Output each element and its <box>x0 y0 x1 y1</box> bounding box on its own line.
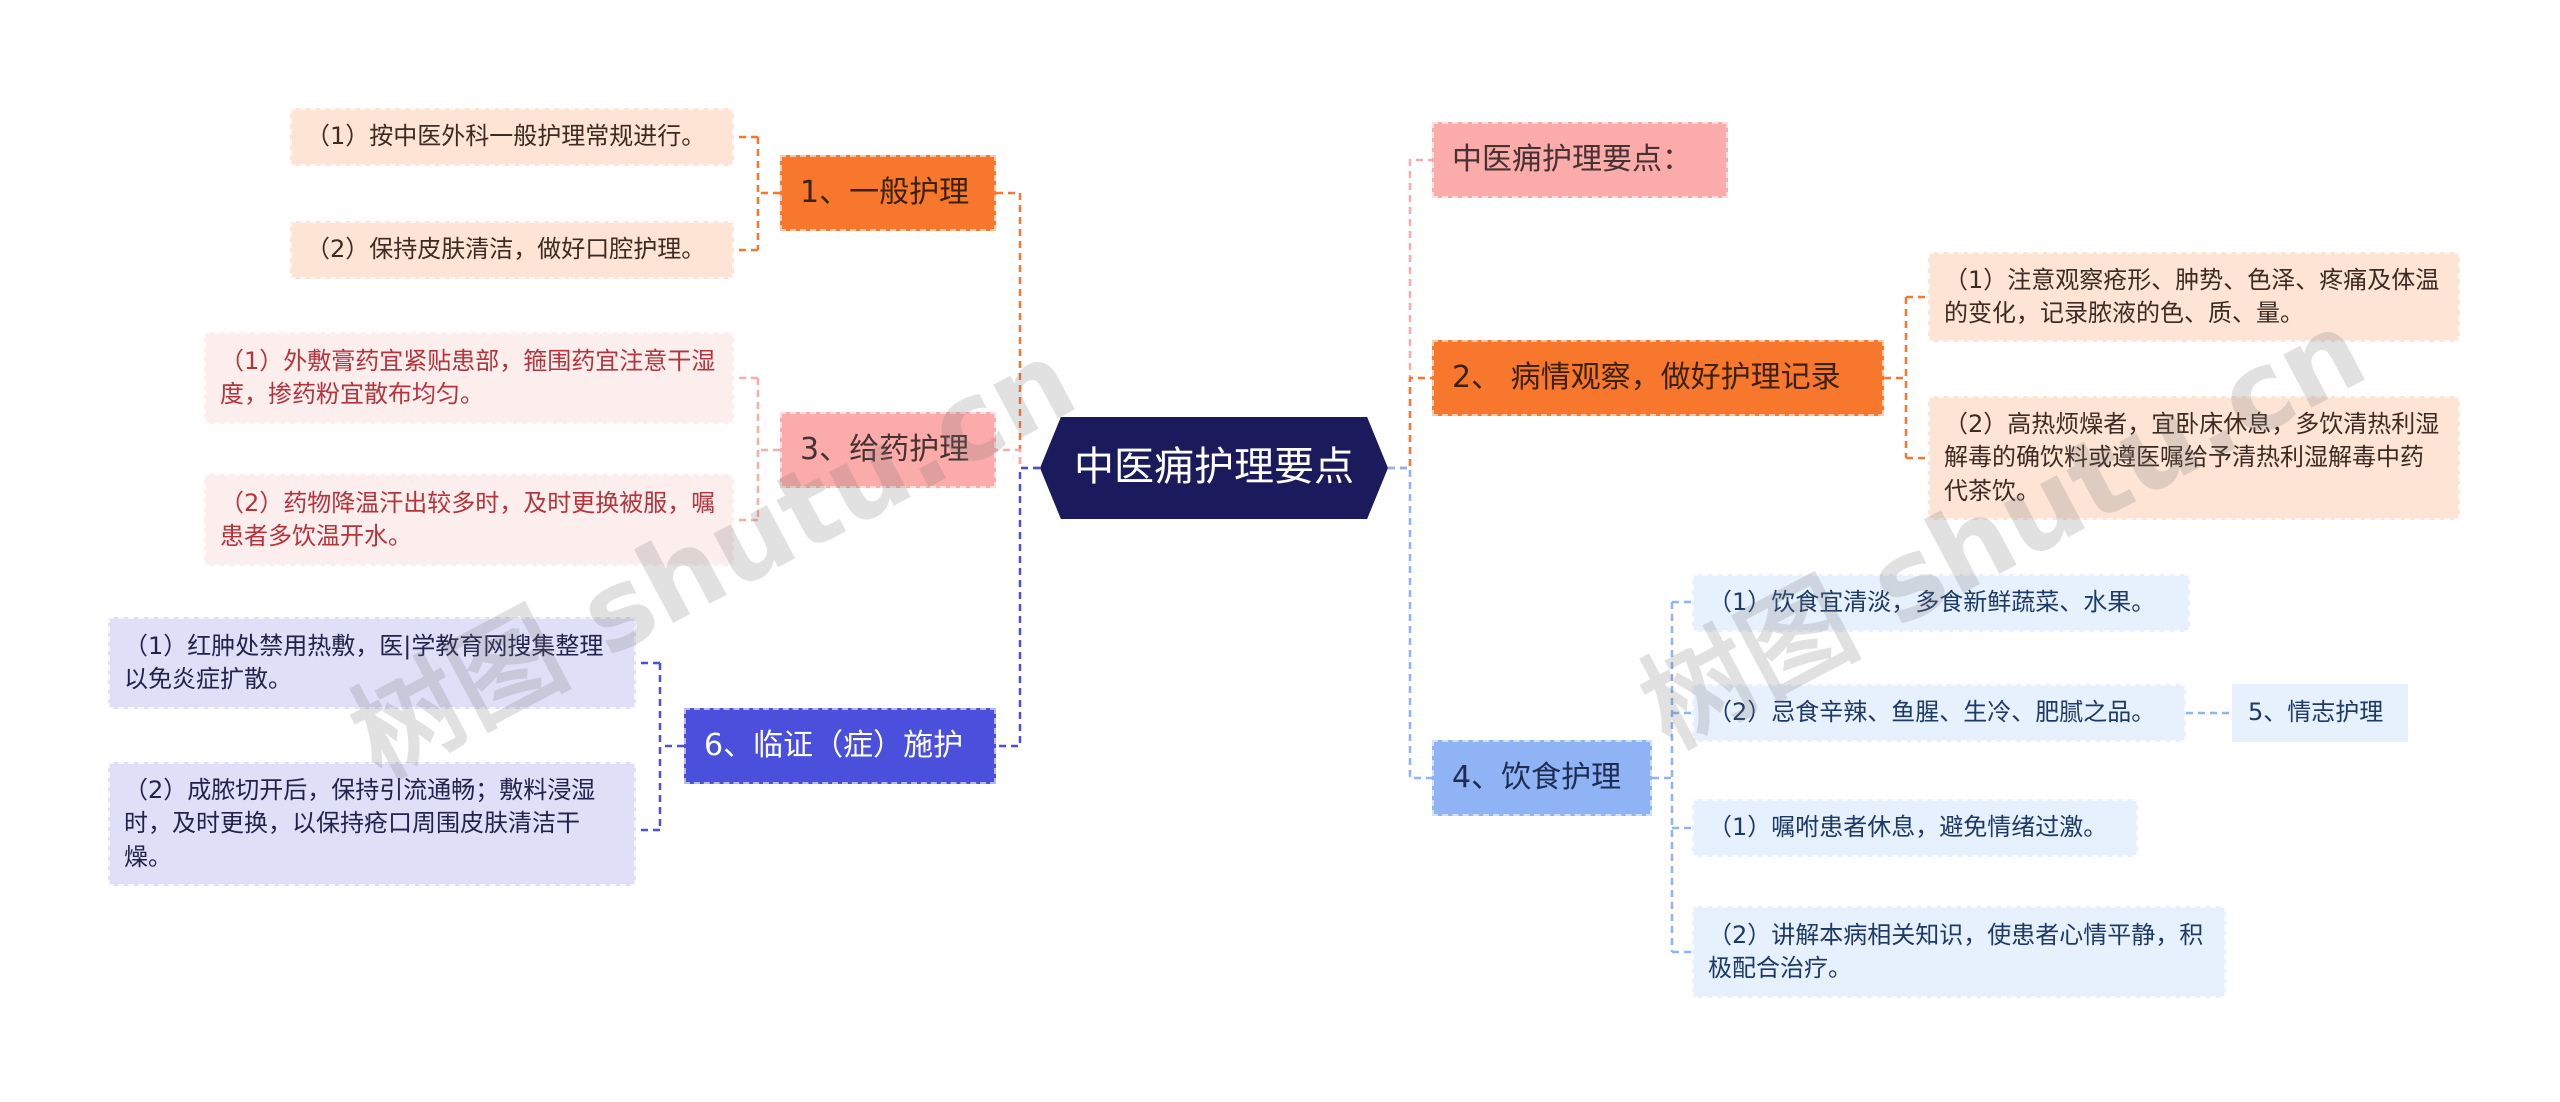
leaf-diet-3[interactable]: （1）嘱咐患者休息，避免情绪过激。 <box>1692 799 2138 857</box>
leaf-observation-2[interactable]: （2）高热烦燥者，宜卧床休息，多饮清热利湿解毒的确饮料或遵医嘱给予清热利湿解毒中… <box>1928 396 2460 520</box>
branch-general-care[interactable]: 1、一般护理 <box>780 155 996 231</box>
branch-diet-care[interactable]: 4、饮食护理 <box>1432 740 1652 816</box>
branch-condition-observation[interactable]: 2、 病情观察，做好护理记录 <box>1432 340 1884 416</box>
connector-center-symptom <box>996 466 1040 748</box>
leaf-symptom-care-2[interactable]: （2）成脓切开后，保持引流通畅；敷料浸湿时，及时更换，以保持疮口周围皮肤清洁干燥… <box>108 762 636 886</box>
connector-center-observation <box>1388 376 1432 470</box>
branch-medication-care[interactable]: 3、给药护理 <box>780 412 996 488</box>
leaf-general-care-2[interactable]: （2）保持皮肤清洁，做好口腔护理。 <box>290 221 734 279</box>
branch-intro[interactable]: 中医痈护理要点： <box>1432 122 1728 198</box>
connector-center-intro <box>1388 158 1432 470</box>
branch-symptom-care[interactable]: 6、临证（症）施护 <box>684 708 996 784</box>
connector-symptom-leaves <box>636 661 684 832</box>
leaf-diet-1[interactable]: （1）饮食宜清淡，多食新鲜蔬菜、水果。 <box>1692 574 2190 632</box>
connector-diet-leaves <box>1652 600 1692 954</box>
connector-center-general <box>996 191 1040 470</box>
connector-center-diet <box>1388 466 1432 780</box>
leaf-medication-care-2[interactable]: （2）药物降温汗出较多时，及时更换被服，嘱患者多饮温开水。 <box>204 474 734 566</box>
leaf-emotional-care[interactable]: 5、情志护理 <box>2232 684 2408 742</box>
leaf-general-care-1[interactable]: （1）按中医外科一般护理常规进行。 <box>290 108 734 166</box>
leaf-diet-4[interactable]: （2）讲解本病相关知识，使患者心情平静，积极配合治疗。 <box>1692 906 2226 998</box>
connector-center-medication <box>996 448 1040 470</box>
leaf-observation-1[interactable]: （1）注意观察疮形、肿势、色泽、疼痛及体温的变化，记录脓液的色、质、量。 <box>1928 252 2460 342</box>
central-topic[interactable]: 中医痈护理要点 <box>1040 417 1388 519</box>
leaf-symptom-care-1[interactable]: （1）红肿处禁用热敷，医|学教育网搜集整理以免炎症扩散。 <box>108 617 636 709</box>
connector-observation-leaves <box>1884 295 1928 460</box>
leaf-medication-care-1[interactable]: （1）外敷膏药宜紧贴患部，箍围药宜注意干湿度，掺药粉宜散布均匀。 <box>204 332 734 424</box>
connector-medication-leaves <box>734 376 780 522</box>
connector-general-leaves <box>734 135 780 252</box>
leaf-diet-2[interactable]: （2）忌食辛辣、鱼腥、生冷、肥腻之品。 <box>1692 684 2186 742</box>
